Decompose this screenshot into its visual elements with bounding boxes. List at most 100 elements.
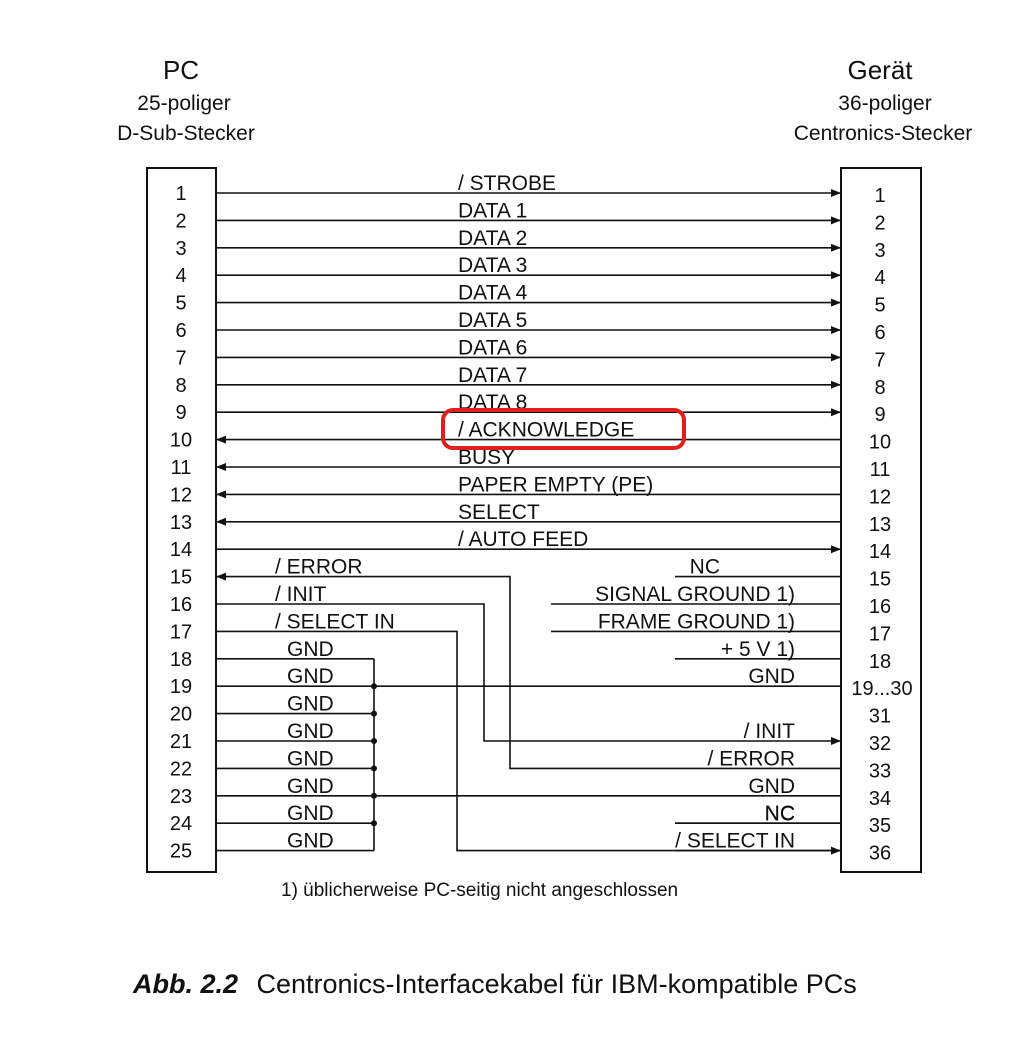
pc-pin-number: 14 xyxy=(170,539,192,561)
pc-pin-number: 13 xyxy=(170,512,192,534)
device-pin-number: 19...30 xyxy=(851,678,912,700)
pc-pin-number: 23 xyxy=(170,786,192,808)
pc-pin-number: 21 xyxy=(170,731,192,753)
pc-pin-number: 19 xyxy=(170,676,192,698)
figure-caption-text: Centronics-Interfacekabel für IBM-kompat… xyxy=(256,969,856,999)
error-label-pc: / ERROR xyxy=(275,556,363,579)
device-pin-number: 9 xyxy=(874,404,885,426)
signal-label: DATA 3 xyxy=(458,254,527,277)
device-pin-number: 15 xyxy=(869,569,891,591)
pc-pin-number: 25 xyxy=(170,841,192,863)
footnote: 1) üblicherweise PC-seitig nicht angesch… xyxy=(281,880,678,901)
device-pin-number: 35 xyxy=(869,815,891,837)
device-pin-number: 3 xyxy=(874,240,885,262)
device-pin-number: 1 xyxy=(874,185,885,207)
gnd-label-pc: GND xyxy=(287,802,334,825)
signal-label: SELECT xyxy=(458,501,540,524)
device-pin-number: 5 xyxy=(874,295,885,317)
pc-pin-number: 16 xyxy=(170,594,192,616)
device-pin-number: 36 xyxy=(869,843,891,865)
device-pin-number: 6 xyxy=(874,322,885,344)
signal-label: DATA 6 xyxy=(458,336,527,359)
device-pin-number: 2 xyxy=(874,212,885,234)
signal-label: DATA 4 xyxy=(458,282,528,305)
device-pin-number: 7 xyxy=(874,349,885,371)
pc-pin-number: 18 xyxy=(170,649,192,671)
device-pin-numbers: 12345678910111213141516171819...30313233… xyxy=(851,185,912,865)
figure-caption: Abb. 2.2 Centronics-Interfacekabel für I… xyxy=(132,969,857,999)
pc-pin-number: 7 xyxy=(175,347,186,369)
nc-label: NC xyxy=(765,802,795,825)
select-in-label-device: / SELECT IN xyxy=(675,830,795,853)
pc-pin-number: 17 xyxy=(170,621,192,643)
signal-ground-label: SIGNAL GROUND 1) xyxy=(595,583,795,606)
pc-pin-number: 2 xyxy=(175,210,186,232)
signal-label: / ACKNOWLEDGE xyxy=(458,419,634,442)
pc-pin-numbers: 1234567891011121314151617181920212223242… xyxy=(170,183,192,863)
gnd-label-pc: GND xyxy=(287,638,334,661)
error-label-device: / ERROR xyxy=(707,747,795,770)
pc-subtitle-poles: 25-poliger xyxy=(137,92,230,115)
device-pin-number: 18 xyxy=(869,651,891,673)
gnd-label-pc: GND xyxy=(287,830,334,853)
pc-pin-number: 10 xyxy=(170,430,192,452)
signal-label: BUSY xyxy=(458,446,515,469)
pc-pin-number: 22 xyxy=(170,758,192,780)
signal-label: DATA 1 xyxy=(458,199,527,222)
frame-ground-label: FRAME GROUND 1) xyxy=(598,610,795,633)
pc-pin-number: 24 xyxy=(170,813,192,835)
pc-pin-number: 9 xyxy=(175,402,186,424)
device-connector-box xyxy=(840,167,922,873)
device-pin-number: 10 xyxy=(869,432,891,454)
device-pin-number: 34 xyxy=(869,788,891,810)
device-pin-number: 31 xyxy=(869,706,891,728)
pc-subtitle-connector: D-Sub-Stecker xyxy=(117,122,255,145)
signal-label: / STROBE xyxy=(458,172,556,195)
device-pin-number: 17 xyxy=(869,623,891,645)
nc-label: NC xyxy=(765,803,795,826)
signal-label: PAPER EMPTY (PE) xyxy=(458,473,653,496)
pc-pin-number: 5 xyxy=(175,293,186,315)
gnd-label-pc: GND xyxy=(287,720,334,743)
gnd-label-pc: GND xyxy=(287,693,334,716)
pc-pin-number: 1 xyxy=(175,183,186,205)
gnd-label-pc: GND xyxy=(287,665,334,688)
device-subtitle-connector: Centronics-Stecker xyxy=(794,122,973,145)
device-pin-number: 14 xyxy=(869,541,891,563)
pc-title: PC xyxy=(163,55,199,85)
plus5v-label: + 5 V 1) xyxy=(721,638,795,661)
device-pin-number: 16 xyxy=(869,596,891,618)
init-label-pc: / INIT xyxy=(275,583,327,606)
device-subtitle-poles: 36-poliger xyxy=(838,92,931,115)
pc-pin-number: 8 xyxy=(175,375,186,397)
device-pin-number: 11 xyxy=(870,459,891,481)
gnd-label-device: GND xyxy=(748,665,795,688)
device-pin-number: 32 xyxy=(869,733,891,755)
wires xyxy=(216,189,841,855)
pc-pin-number: 12 xyxy=(170,484,192,506)
pc-pin-number: 3 xyxy=(175,238,186,260)
device-pin-number: 4 xyxy=(874,267,885,289)
gnd-label-device: GND xyxy=(748,775,795,798)
gnd-label-pc: GND xyxy=(287,775,334,798)
signal-label: / AUTO FEED xyxy=(458,528,588,551)
device-pin-number: 12 xyxy=(869,486,891,508)
pc-pin-number: 20 xyxy=(170,704,192,726)
device-pin-number: 8 xyxy=(874,377,885,399)
highlight-box xyxy=(441,408,686,450)
init-wire xyxy=(216,603,841,745)
device-pin-number: 33 xyxy=(869,760,891,782)
signal-label: DATA 2 xyxy=(458,227,527,250)
init-label-device: / INIT xyxy=(744,720,796,743)
select-in-label-pc: / SELECT IN xyxy=(275,610,395,633)
signal-label: DATA 7 xyxy=(458,364,527,387)
select-in-wire xyxy=(216,630,841,855)
device-title: Gerät xyxy=(847,55,913,85)
nc-label: NC xyxy=(690,556,720,579)
figure-caption-label: Abb. 2.2 xyxy=(132,969,238,999)
pc-pin-number: 4 xyxy=(175,265,186,287)
gnd-label-pc: GND xyxy=(287,747,334,770)
pc-pin-number: 15 xyxy=(170,567,192,589)
